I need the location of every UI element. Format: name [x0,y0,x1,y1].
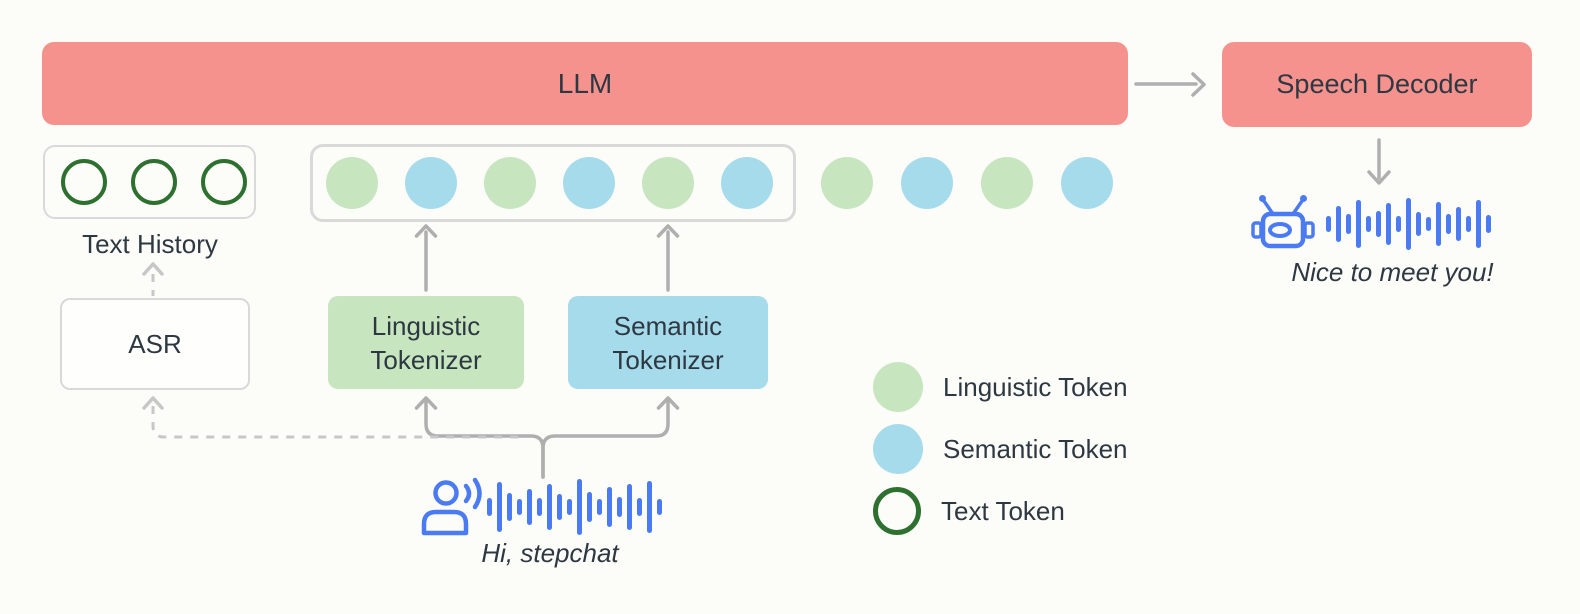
text-token-icon [131,159,177,205]
waveform-bar [1406,198,1411,250]
waveform-bar [1446,214,1451,234]
token-sequence-boxed [326,157,773,209]
waveform-bar [1426,217,1431,231]
llm-label: LLM [557,67,613,99]
waveform-bar [1466,216,1471,232]
legend-label-text: Text Token [941,495,1065,526]
speech-branch-right [541,400,670,479]
semantic-token-icon [563,157,615,209]
speech-to-semantic-arrowhead [656,396,680,410]
legend-label-semantic: Semantic Token [943,433,1128,464]
waveform-bar [607,487,612,527]
token-sequence-outside [821,157,1113,209]
waveform-bar [527,489,532,525]
waveform-bar [587,492,592,522]
waveform-bar [1386,203,1391,245]
waveform-bar [1476,200,1481,248]
linguistic-token-icon [326,157,378,209]
waveform-bar [1456,207,1461,241]
user-utterance-text: Hi, stepchat [481,538,619,568]
llm-to-decoder-arrowhead [1191,72,1206,97]
speech-to-linguistic-arrowhead [414,396,438,410]
linguistic-to-tokens-arrowhead [414,224,438,238]
linguistic-token-icon [981,157,1033,209]
text-history-tokens [61,159,247,205]
asr-to-history-arrowhead [142,262,164,276]
text-token-icon [201,159,247,205]
speech-to-asr-dashed-path [151,406,524,439]
llm-box: LLM [42,42,1128,125]
waveform-bar [617,497,622,517]
semantic-token-icon [1061,157,1113,209]
waveform-bar [1396,216,1401,232]
waveform-bar [557,494,562,520]
waveform-bar [1336,206,1341,242]
waveform-bar [637,498,642,516]
linguistic-tokenizer-label-line1: Linguistic [371,310,481,341]
assistant-speech-waveform-icon [1326,192,1491,256]
linguistic-token-icon [642,157,694,209]
waveform-bar [647,481,652,533]
asr-label: ASR [128,328,182,359]
waveform-bar [627,484,632,530]
semantic-tokenizer-label-line2: Tokenizer [612,344,724,375]
semantic-token-icon [901,157,953,209]
speech-to-asr-arrowhead [142,396,164,410]
legend: Linguistic Token Semantic Token Text Tok… [873,362,1128,536]
waveform-bar [577,479,582,535]
waveform-bar [1376,211,1381,237]
legend-label-linguistic: Linguistic Token [943,371,1128,402]
waveform-bar [597,499,602,515]
linguistic-token-icon [484,157,536,209]
speech-decoder-label: Speech Decoder [1276,69,1478,99]
user-speech-waveform-icon [487,475,662,539]
legend-row-semantic: Semantic Token [873,424,1128,474]
asr-box: ASR [60,298,250,390]
speech-decoder-box: Speech Decoder [1222,42,1532,127]
waveform-bar [1366,216,1371,232]
waveform-bar [487,498,492,516]
speech-branch-left [424,400,545,479]
assistant-utterance-text: Nice to meet you! [1291,257,1494,287]
semantic-token-icon [405,157,457,209]
waveform-bar [1346,214,1351,234]
waveform-bar [507,493,512,521]
linguistic-tokenizer-label-line2: Tokenizer [370,344,482,375]
text-token-swatch-icon [873,487,921,535]
waveform-bar [567,499,572,515]
linguistic-token-icon [821,157,873,209]
waveform-bar [1436,202,1441,246]
legend-row-text: Text Token [873,486,1128,536]
waveform-bar [1486,215,1491,233]
semantic-token-swatch-icon [873,424,923,474]
waveform-bar [547,484,552,530]
semantic-to-tokens-arrowhead [656,224,680,238]
text-token-icon [61,159,107,205]
waveform-bar [1416,212,1421,236]
semantic-tokenizer-label-line1: Semantic [613,310,723,341]
text-history-container [43,145,256,219]
waveform-bar [537,498,542,516]
text-history-label: Text History [82,229,218,259]
decoder-to-speech-arrowhead [1367,170,1391,185]
linguistic-token-swatch-icon [873,362,923,412]
waveform-bar [497,482,502,532]
waveform-bar [1356,200,1361,248]
token-sequence-container [310,144,796,222]
person-speaking-icon [421,477,482,536]
waveform-bar [1326,216,1331,232]
legend-row-linguistic: Linguistic Token [873,362,1128,412]
robot-icon [1251,195,1315,249]
semantic-token-icon [721,157,773,209]
semantic-tokenizer-box: Semantic Tokenizer [568,296,768,389]
waveform-bar [517,499,522,515]
linguistic-tokenizer-box: Linguistic Tokenizer [328,296,524,389]
waveform-bar [657,499,662,515]
